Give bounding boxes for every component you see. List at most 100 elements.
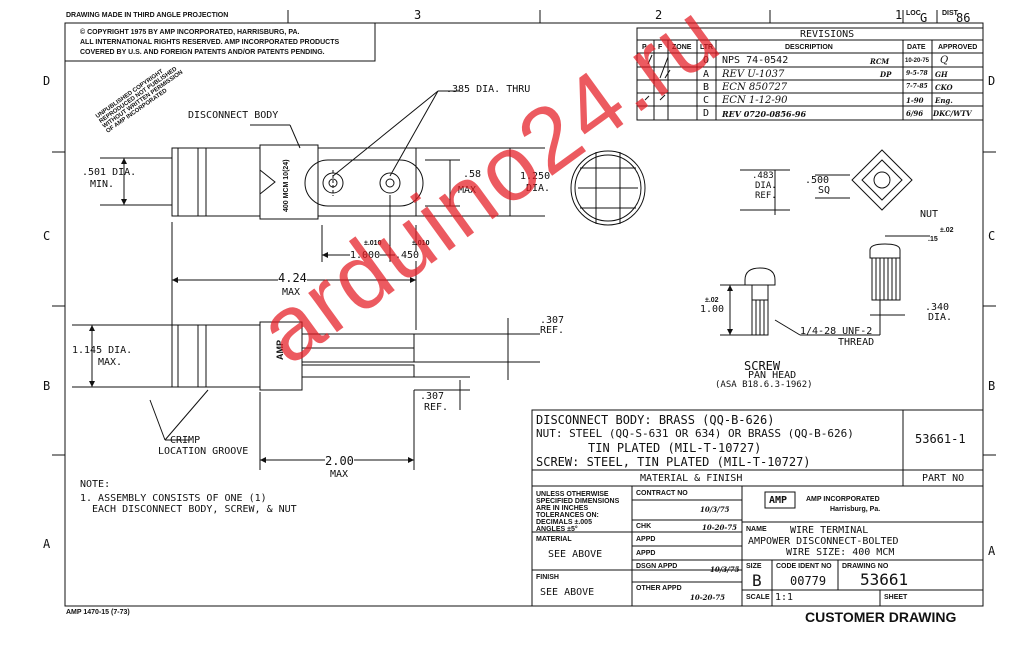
dim-200: 2.00 (325, 454, 354, 468)
chk-label: CHK (636, 523, 652, 530)
crimp-label: CRIMP (170, 435, 201, 446)
scale-value: 1:1 (775, 592, 794, 603)
tol-010-a: ±.010 (364, 240, 382, 247)
material-line-4: SCREW: STEEL, TIN PLATED (MIL-T-10727) (536, 455, 811, 469)
appd-label-2: APPD (636, 550, 656, 557)
finish-value: SEE ABOVE (540, 587, 595, 598)
note-title: NOTE: (80, 479, 111, 490)
rev-header-f: F (658, 44, 663, 51)
pan-head-label: PAN HEAD (748, 370, 797, 381)
projection-note: DRAWING MADE IN THIRD ANGLE PROJECTION (66, 12, 229, 19)
dim-200-max: MAX (330, 469, 349, 480)
tol-note-4: TOLERANCES ON: (536, 512, 599, 519)
zone-col-1: 1 (895, 8, 903, 22)
disconnect-body-label: DISCONNECT BODY (188, 110, 279, 121)
zone-row-b-right: B (988, 379, 996, 393)
rev-header-date: DATE (907, 44, 926, 51)
part-no-label: PART NO (922, 473, 965, 484)
dim-424-max: MAX (282, 287, 301, 298)
tol-010-b: ±.010 (412, 240, 430, 247)
dim-483-dia: DIA. (755, 181, 777, 191)
dim-100: 1.00 (700, 304, 725, 315)
copyright-line-2: ALL INTERNATIONAL RIGHTS RESERVED. AMP I… (80, 39, 340, 46)
asa-spec: (ASA B18.6.3-1962) (715, 380, 813, 390)
dim-500: .500 (805, 175, 830, 186)
screw-label: SCREW (744, 359, 781, 373)
drawing-border (64, 22, 984, 607)
dim-15: .15 (928, 236, 938, 243)
dim-1250: 1.250 (520, 171, 551, 182)
rev-header-approved: APPROVED (938, 44, 978, 51)
zone-row-a: A (43, 537, 51, 551)
copyright-line-1: © COPYRIGHT 1975 BY AMP INCORPORATED, HA… (80, 29, 300, 36)
dim-58-max: MAX (458, 185, 477, 196)
nut-label: NUT (920, 209, 939, 220)
dim-501-min: MIN. (90, 179, 115, 190)
dim-500-sq: SQ (818, 185, 831, 196)
dim-1000: 1.000 (350, 250, 381, 261)
form-number: AMP 1470-15 (7-73) (66, 609, 130, 616)
dsgn-appd-label: DSGN APPD (636, 563, 678, 570)
revisions-title: REVISIONS (800, 29, 855, 40)
zone-row-c: C (43, 229, 51, 243)
tol-note-5: DECIMALS ±.005 (536, 519, 592, 526)
dim-1145: 1.145 DIA. (72, 345, 133, 356)
customer-drawing-label: CUSTOMER DRAWING (805, 609, 957, 625)
dim-450: .450 (395, 250, 420, 261)
copyright-line-3: COVERED BY U.S. AND FOREIGN PATENTS AND/… (80, 49, 325, 56)
material-label: MATERIAL (536, 536, 572, 543)
size-label: SIZE (746, 563, 762, 570)
material-value: SEE ABOVE (548, 549, 603, 560)
zone-col-3: 3 (414, 8, 422, 22)
zone-row-d-right: D (988, 74, 996, 88)
tol-note-2: SPECIFIED DIMENSIONS (536, 498, 620, 505)
drawing-no-label: DRAWING NO (842, 563, 889, 570)
tol-note-1: UNLESS OTHERWISE (536, 491, 609, 498)
name-line-1: WIRE TERMINAL (790, 525, 869, 536)
company-name: AMP INCORPORATED (806, 496, 880, 503)
material-line-3: TIN PLATED (MIL-T-10727) (588, 441, 762, 455)
hole-dia-label: .385 DIA. THRU (446, 84, 531, 95)
dim-58: .58 (463, 169, 482, 180)
crimp-groove-label: LOCATION GROOVE (158, 446, 249, 457)
thread-spec: 1/4-28 UNF-2 (800, 326, 873, 337)
zone-row-b: B (43, 379, 51, 393)
drawn-date: 10/3/75 (700, 505, 730, 514)
dim-483-ref: REF. (755, 191, 777, 201)
zone-row-d: D (43, 74, 51, 88)
dim-307-a-ref: REF. (540, 325, 565, 336)
tol-note-6: ANGLES ±5° (536, 526, 578, 533)
part-number-value: 53661-1 (915, 432, 966, 446)
amp-logo: AMP (769, 495, 788, 506)
name-label: NAME (746, 526, 767, 533)
rev-header-ltr: LTR (700, 44, 714, 51)
dist-label: DIST (942, 10, 958, 17)
loc-label: LOC (906, 10, 921, 17)
zone-col-2: 2 (655, 8, 663, 22)
chk-date: 10-20-75 (702, 523, 738, 532)
drawing-no-value: 53661 (860, 570, 909, 589)
dim-307-a: .307 (540, 315, 565, 326)
tol-02-b: ±.02 (705, 297, 719, 304)
note-1-line-b: EACH DISCONNECT BODY, SCREW, & NUT (92, 504, 297, 515)
thread-label: THREAD (838, 337, 875, 348)
sheet-label: SHEET (884, 594, 908, 601)
other-date: 10-20-75 (690, 593, 726, 602)
rev-header-zone: ZONE (672, 44, 692, 51)
material-line-2: NUT: STEEL (QQ-S-631 OR 634) OR BRASS (Q… (536, 427, 854, 440)
dim-483: .483 (752, 171, 774, 181)
dim-1145-max: MAX. (98, 357, 123, 368)
dsgn-date: 10/3/75 (710, 565, 740, 574)
body-size-mark: 400 MCM 10(24) (283, 159, 290, 212)
contract-label: CONTRACT NO (636, 490, 688, 497)
tol-note-3: ARE IN INCHES (536, 505, 589, 512)
dim-340-dia: DIA. (928, 312, 953, 323)
tol-02-a: ±.02 (940, 227, 954, 234)
material-line-1: DISCONNECT BODY: BRASS (QQ-B-626) (536, 413, 775, 427)
note-1-line-a: 1. ASSEMBLY CONSISTS OF ONE (1) (80, 493, 267, 504)
size-value: B (752, 571, 762, 590)
other-appd-label: OTHER APPD (636, 585, 682, 592)
finish-label: FINISH (536, 574, 559, 581)
material-finish-label: MATERIAL & FINISH (640, 473, 743, 484)
